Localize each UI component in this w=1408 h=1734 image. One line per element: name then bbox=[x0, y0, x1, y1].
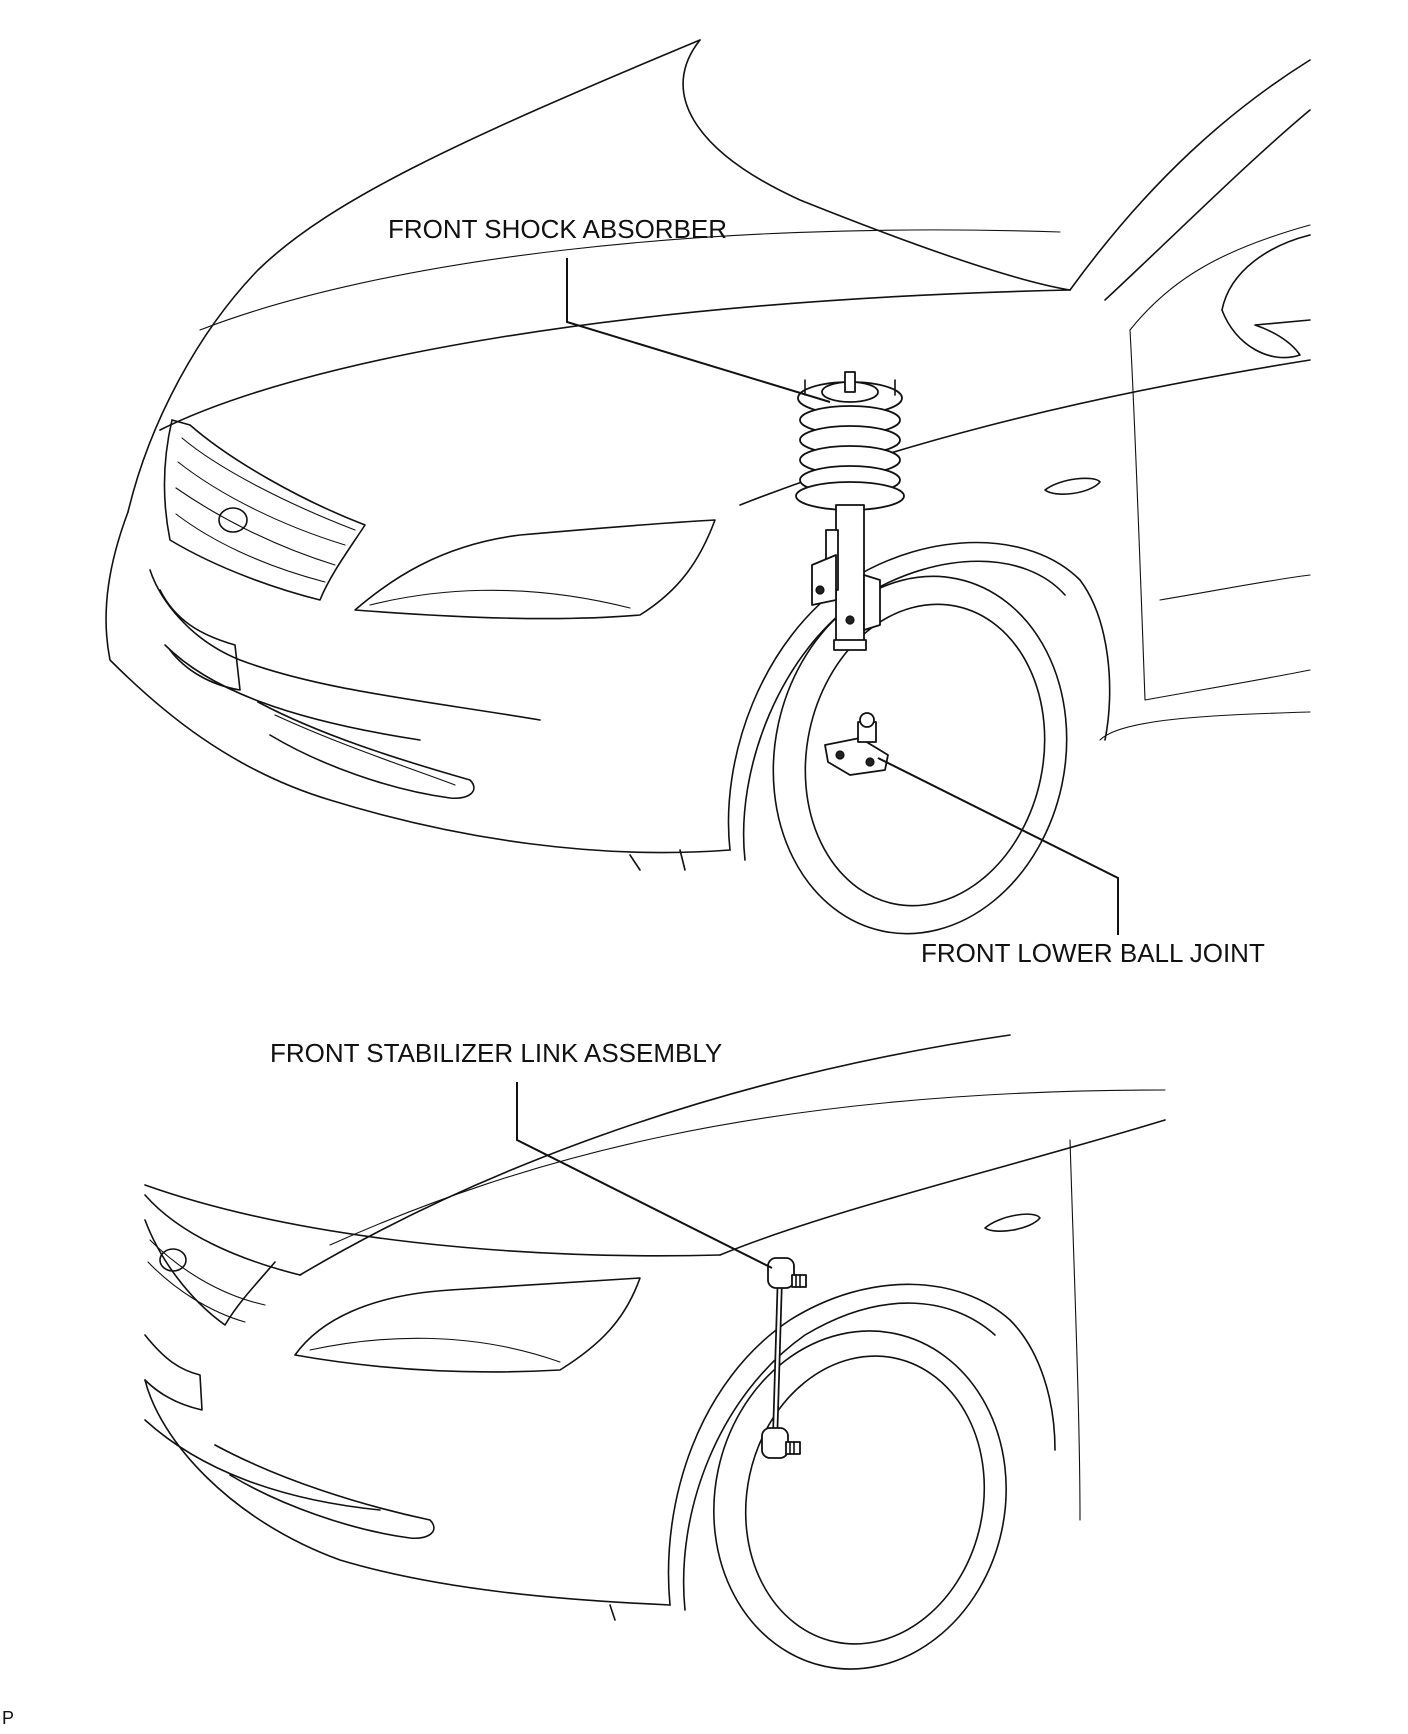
figure-code: P bbox=[2, 1708, 14, 1728]
shock-absorber-leader bbox=[566, 258, 831, 403]
front-shock-absorber-part bbox=[795, 371, 905, 651]
ball-joint-leader bbox=[877, 757, 1119, 935]
stabilizer-link-leader bbox=[516, 1082, 773, 1269]
label-front-shock-absorber: FRONT SHOCK ABSORBER bbox=[388, 214, 727, 244]
front-lower-ball-joint-part bbox=[824, 712, 889, 776]
bottom-car-drawing bbox=[144, 1034, 1166, 1670]
top-car-drawing bbox=[105, 39, 1311, 935]
label-front-stabilizer-link: FRONT STABILIZER LINK ASSEMBLY bbox=[270, 1038, 722, 1068]
front-stabilizer-link-part bbox=[761, 1257, 807, 1459]
label-front-lower-ball-joint: FRONT LOWER BALL JOINT bbox=[921, 938, 1265, 968]
